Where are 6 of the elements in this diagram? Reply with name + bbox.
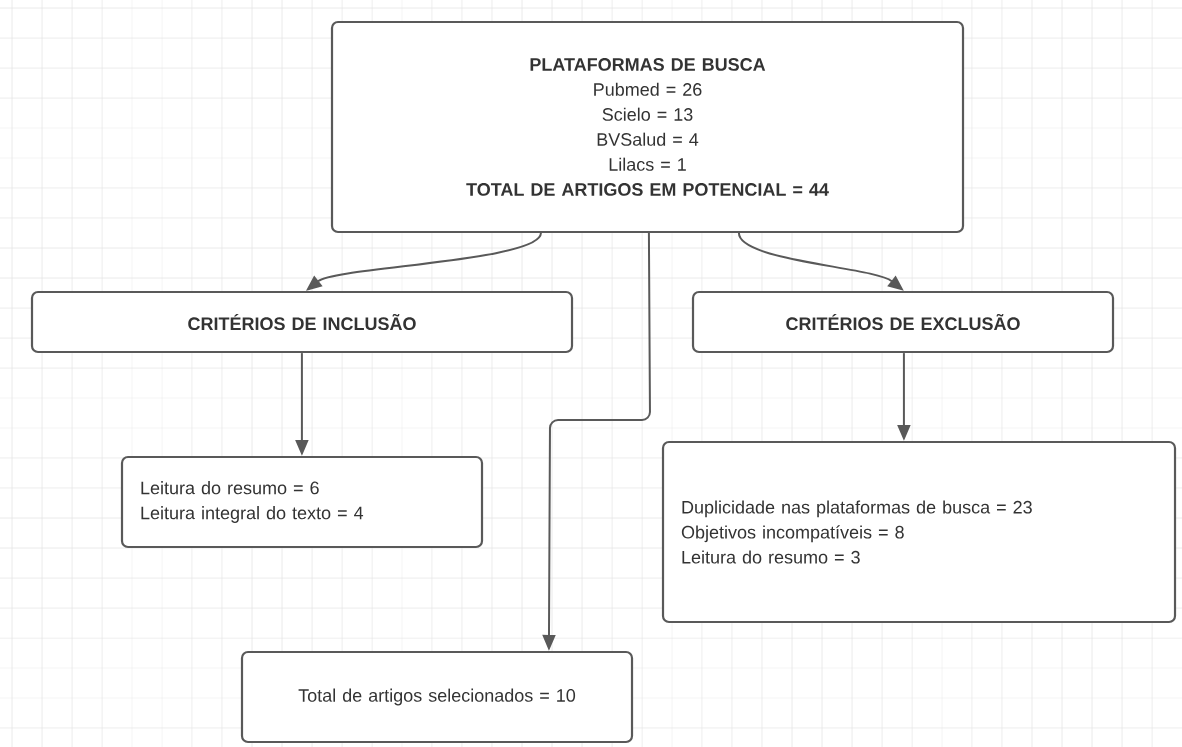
criteria-box: CRITÉRIOS DE EXCLUSÃO bbox=[691, 290, 1115, 354]
criteria-box: CRITÉRIOS DE INCLUSÃO bbox=[30, 290, 574, 354]
result-box: Total de artigos selecionados = 10 bbox=[240, 650, 634, 744]
result-box: Duplicidade nas plataformas de busca = 23 Objetivos incompatíveis = 8 Leitura do resumo = 3 bbox=[661, 440, 1177, 624]
source-box: PLATAFORMAS DE BUSCA Pubmed = 26 Scielo = 13 BVSalud = 4 Lilacs = 1 TOTAL DE ARTIGOS EM POTENCIAL = 44 bbox=[330, 20, 965, 234]
result-box: Leitura do resumo = 6 Leitura integral do texto = 4 bbox=[120, 455, 484, 549]
